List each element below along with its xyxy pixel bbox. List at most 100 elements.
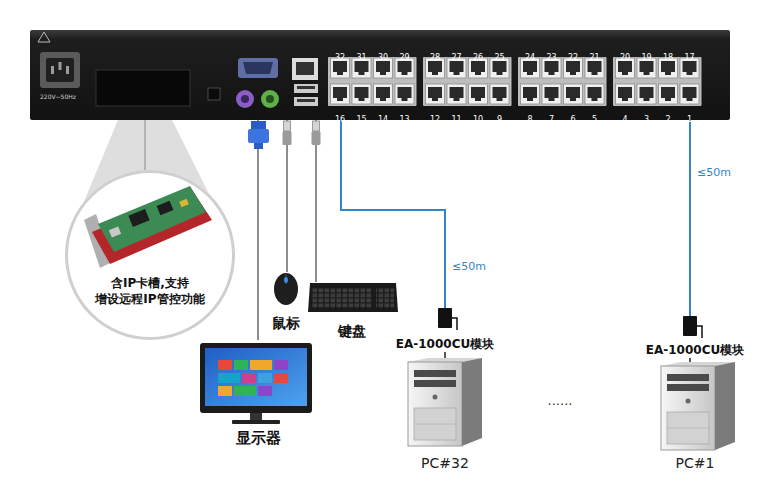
node-label: 鼠标: [272, 315, 300, 333]
vga-plug: [248, 129, 269, 143]
vga-cable: [257, 120, 259, 340]
magnifier-line: [144, 120, 146, 170]
vga-plug-neck: [254, 143, 263, 149]
screen-tile: [242, 373, 256, 383]
port-number: 32: [335, 53, 345, 63]
port-number: 10: [473, 115, 483, 125]
converter-module: EA-1000CU模块: [392, 308, 499, 352]
port-number: 8: [527, 115, 532, 125]
port-number: 11: [451, 115, 461, 125]
monitor-neck: [250, 413, 262, 421]
screen-tile: [250, 360, 272, 370]
usb-plug-body: [283, 131, 292, 145]
mouse-wheel: [284, 277, 288, 283]
vga-port-inner: [243, 62, 273, 74]
port-number: 16: [335, 115, 345, 125]
power-socket: [40, 52, 80, 88]
port-number: 6: [570, 115, 575, 125]
port-group: [518, 57, 607, 106]
screen-tile: [218, 360, 232, 370]
network-cable: [341, 120, 445, 308]
screen-tile: [218, 386, 232, 396]
usb-opening: [297, 86, 315, 89]
monitor-base: [232, 420, 280, 424]
port-number: 31: [356, 53, 366, 63]
port-number: 19: [641, 53, 651, 63]
card-connector: [109, 226, 121, 237]
usb-plug: [284, 121, 291, 131]
port-number: 17: [684, 53, 694, 63]
ps2-hole: [266, 95, 274, 103]
port-number: 7: [549, 115, 554, 125]
node-label: PC#32: [421, 455, 469, 473]
port-number: 13: [399, 115, 409, 125]
module-cable: [697, 326, 702, 338]
port-number: 12: [430, 115, 440, 125]
module-link: [689, 358, 691, 362]
port-number: 18: [663, 53, 673, 63]
ip-card-callout: 含IP卡槽,支持 增设远程IP管控功能: [65, 170, 235, 340]
node-label: EA-1000CU模块: [646, 343, 744, 358]
pc-tower-drawing: [408, 358, 482, 446]
port-number: 27: [451, 53, 461, 63]
usb-plug-body: [312, 131, 321, 145]
screen-tile: [274, 373, 288, 383]
port-number: 5: [592, 115, 597, 125]
switch-body: [30, 30, 730, 120]
connector-group: [145, 120, 690, 362]
port-group: [423, 57, 512, 106]
keyboard-numpad: [376, 288, 394, 308]
pc-tower: PC#1: [650, 362, 740, 472]
port-number: 21: [589, 53, 599, 63]
ps2-hole: [241, 95, 249, 103]
card-component: [179, 199, 189, 208]
port-number: 29: [399, 53, 409, 63]
mouse: 鼠标: [268, 272, 304, 332]
port-number: 2: [665, 115, 670, 125]
distance-label: ≤50m: [697, 166, 731, 179]
port-group: [613, 57, 702, 106]
power-pin: [51, 66, 54, 74]
node-label: 键盘: [338, 323, 366, 341]
converter-module: EA-1000CU模块: [642, 316, 749, 358]
node-label: 含IP卡槽,支持 增设远程IP管控功能: [85, 275, 215, 307]
ellipsis-label: ......: [548, 393, 573, 409]
port-number: 1: [687, 115, 692, 125]
node-label: 显示器: [236, 429, 281, 448]
screen-tile: [258, 386, 272, 396]
port-number: 14: [378, 115, 388, 125]
port-number: 26: [473, 53, 483, 63]
module-drawing: [683, 316, 697, 336]
port-number: 3: [644, 115, 649, 125]
module-cable: [452, 318, 457, 330]
port-number: 28: [430, 53, 440, 63]
screen-tile: [258, 373, 272, 383]
pc-tower: PC#32: [400, 358, 490, 472]
network-cable: [689, 120, 691, 316]
card-pcb: [98, 186, 206, 252]
port-number: 24: [525, 53, 535, 63]
kvm-switch: 220V~50Hz: [30, 30, 730, 120]
port-number: 20: [620, 53, 630, 63]
usb-opening: [297, 99, 315, 102]
distance-label: ≤50m: [452, 260, 486, 273]
callout-circle: [67, 172, 234, 339]
callout-disk: [65, 170, 235, 340]
screen-tile: [274, 360, 288, 370]
monitor-bezel: [200, 343, 312, 413]
usb-port: [294, 84, 318, 93]
module-link: [444, 352, 446, 358]
ps2-port: [236, 90, 254, 108]
module-drawing: [438, 308, 452, 328]
monitor-screen: [205, 348, 307, 406]
port-number: 25: [494, 53, 504, 63]
node-label: 220V~50Hz: [40, 93, 76, 101]
ethernet-opening: [296, 62, 314, 75]
card-chip: [128, 209, 149, 227]
port-number: 23: [546, 53, 556, 63]
power-pin: [66, 66, 69, 74]
port-number: 9: [497, 115, 502, 125]
